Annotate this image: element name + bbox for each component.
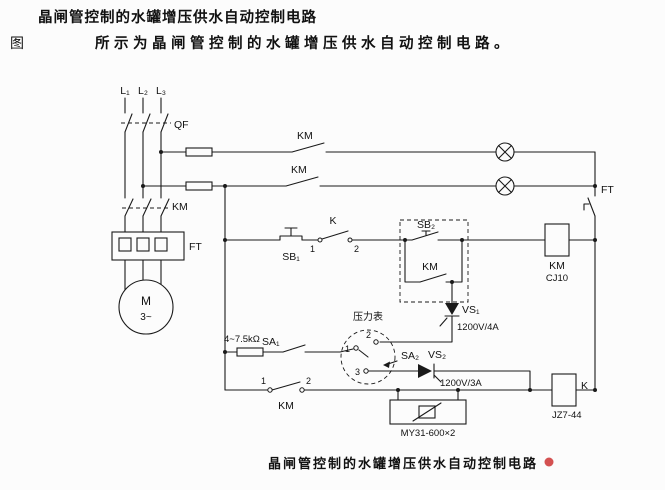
label-vs1: VS₁ [462, 304, 480, 316]
resistor-symbol [236, 347, 264, 357]
label-sa2: SA₂ [401, 350, 419, 362]
caption-text: 晶闸管控制的水罐增压供水自动控制电路 [268, 456, 538, 471]
header-text: 晶闸管控制的水罐增压供水自动控制电路 图 所示为晶闸管控制的水罐增压供水自动控制… [10, 8, 513, 52]
breaker-qf [121, 113, 171, 133]
label-gauge-1: 1 [345, 344, 350, 354]
switch-sa1-symbol [282, 344, 306, 353]
fuse-1 [185, 147, 213, 157]
control-module-enclosure [399, 219, 469, 303]
label-km-rail1: KM [297, 130, 313, 142]
label-k-terminal-1: 1 [310, 244, 315, 254]
label-k-contact: K [329, 215, 336, 227]
label-km-coil: KM [549, 260, 565, 272]
label-vs1-rating: 1200V/4A [457, 322, 499, 333]
km-bottom-contact [267, 381, 305, 393]
label-sa1: SA₁ [262, 336, 280, 348]
label-resistor: 4~7.5kΩ [224, 334, 260, 345]
figure-word: 图 [10, 35, 24, 51]
wires [124, 97, 596, 413]
label-k-coil: K [581, 380, 588, 392]
label-ft-relay: FT [189, 241, 202, 253]
motor-phases: 3~ [140, 312, 152, 323]
gauge-terminal-2 [373, 339, 379, 345]
label-km-main: KM [172, 201, 188, 213]
gauge-terminal-3 [363, 368, 369, 374]
label-jz7: JZ7-44 [552, 410, 582, 421]
pushbutton-sb1 [279, 227, 303, 241]
indicator-lamp-1 [495, 142, 515, 162]
label-bottom-terminal-2: 2 [306, 376, 311, 386]
km-contact-rail1 [291, 142, 325, 153]
label-km-bottom: KM [278, 400, 294, 412]
label-gauge-2: 2 [366, 330, 371, 340]
label-sb2: SB₂ [417, 219, 435, 231]
label-cj10: CJ10 [546, 273, 568, 284]
caption-group: 晶闸管控制的水罐增压供水自动控制电路 [268, 456, 554, 471]
label-bottom-terminal-1: 1 [261, 376, 266, 386]
pushbutton-sb2 [411, 230, 439, 241]
label-l1: L₁ [120, 85, 130, 97]
label-k-terminal-2: 2 [354, 244, 359, 254]
km-aux-contact [419, 273, 447, 283]
figure-description: 所示为晶闸管控制的水罐增压供水自动控制电路。 [95, 34, 513, 52]
component-labels: L₁ L₂ L₃ QF KM KM FT KM FT K 1 2 SB₁ SB₂… [120, 85, 614, 439]
page-title: 晶闸管控制的水罐增压供水自动控制电路 [38, 8, 317, 26]
label-l3: L₃ [156, 85, 166, 97]
junction-dots [141, 150, 597, 392]
motor-letter: M [141, 294, 151, 308]
label-km-rail2: KM [291, 164, 307, 176]
km-contact-rail2 [285, 176, 319, 187]
caption-red-mark [544, 457, 554, 467]
label-l2: L₂ [138, 85, 148, 97]
pressure-gauge [340, 329, 398, 385]
sa2-arrowhead [383, 361, 390, 368]
label-ft-contact: FT [601, 184, 614, 196]
thermal-relay-ft [111, 231, 185, 261]
label-vs2: VS₂ [428, 349, 446, 361]
label-qf: QF [174, 119, 189, 131]
label-pressure-gauge: 压力表 [353, 310, 383, 323]
label-my31: MY31-600×2 [401, 428, 456, 439]
label-gauge-3: 3 [355, 367, 360, 377]
label-vs2-rating: 1200V/3A [440, 378, 482, 389]
fuse-2 [185, 181, 213, 191]
gauge-terminal-1 [353, 345, 359, 351]
k-coil [551, 373, 577, 407]
ft-contact [583, 197, 596, 217]
relay-contact-k [317, 230, 353, 243]
km-coil [544, 223, 570, 257]
thyristor-vs1-symbol [439, 303, 460, 327]
gauge-needle [358, 349, 369, 358]
varistor-my31 [389, 399, 467, 425]
thyristor-vs2-symbol [418, 363, 442, 383]
label-sb1: SB₁ [282, 251, 300, 263]
motor: M 3~ [118, 279, 174, 335]
indicator-lamp-2 [495, 176, 515, 196]
label-km-aux: KM [422, 261, 438, 273]
km-main-contacts [122, 198, 170, 217]
